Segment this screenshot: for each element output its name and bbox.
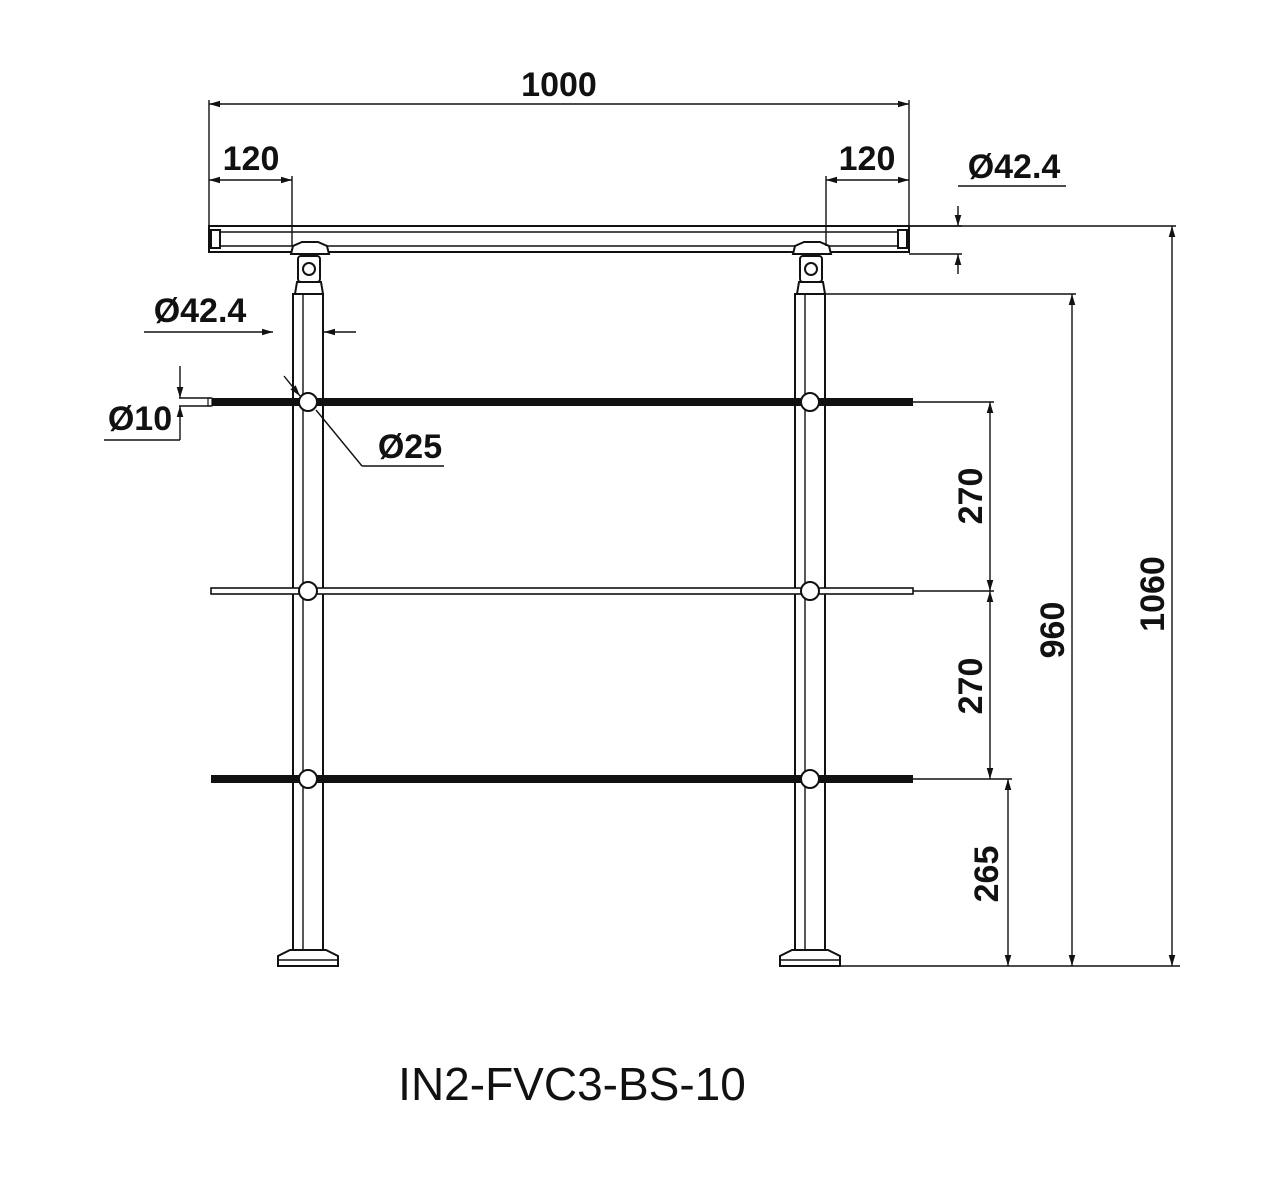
rod-holders xyxy=(298,392,820,789)
dim-post-diameter-label: Ø42.4 xyxy=(154,292,247,330)
dim-handrail-diameter-label: Ø42.4 xyxy=(968,148,1061,186)
model-code: IN2-FVC3-BS-10 xyxy=(398,1058,746,1110)
dim-270-middle-label: 270 xyxy=(952,658,990,715)
dim-holder-diameter-label: Ø25 xyxy=(378,428,442,466)
dim-270-upper-label: 270 xyxy=(952,468,990,525)
dim-rod-diameter-label: Ø10 xyxy=(108,400,172,438)
dimension-rod-diameter: Ø10 xyxy=(104,366,211,441)
dim-120-left-label: 120 xyxy=(223,140,280,178)
dim-265-label: 265 xyxy=(968,846,1006,903)
dimension-handrail-diameter: Ø42.4 xyxy=(909,148,1066,274)
dim-120-right-label: 120 xyxy=(839,140,896,178)
dim-1000-label: 1000 xyxy=(521,66,597,104)
left-post-saddle xyxy=(289,241,331,295)
dimension-right-offset: 120 xyxy=(825,140,909,246)
dimension-overall-width: 1000 xyxy=(208,66,910,226)
dim-1060-label: 1060 xyxy=(1134,556,1172,632)
dimension-rod-spacing: 270 270 265 xyxy=(913,401,1012,966)
dimension-post-height: 960 xyxy=(825,293,1180,967)
dimension-holder-diameter: Ø25 xyxy=(283,375,444,467)
dimension-left-offset: 120 xyxy=(209,140,293,246)
dim-960-label: 960 xyxy=(1034,602,1072,659)
dimension-overall-height: 1060 xyxy=(909,225,1176,966)
right-post-saddle xyxy=(791,241,833,295)
dimension-post-diameter: Ø42.4 xyxy=(144,292,356,336)
